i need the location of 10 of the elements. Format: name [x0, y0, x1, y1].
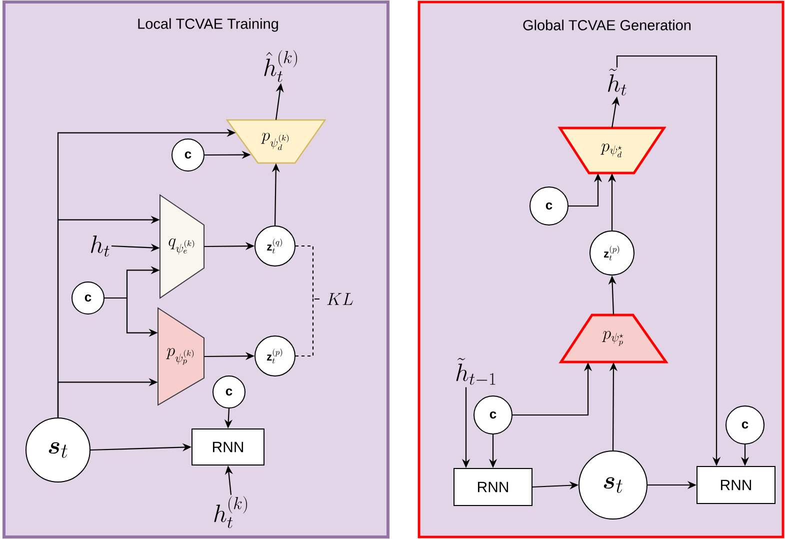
math-label: $\tilde{h}_t$: [608, 68, 626, 96]
math-label: $h_t^{(k)}$: [214, 496, 247, 528]
math-label: $\tilde{h}_{t-1}$: [456, 358, 496, 385]
dashed-bracket: [296, 245, 321, 357]
rnn-box: RNN: [696, 466, 776, 504]
rnn-box: RNN: [454, 468, 532, 506]
edge-label: $KL$: [325, 292, 355, 306]
math-label: $\hat{h}_t^{(k)}$: [264, 50, 297, 82]
math-label: $h_t$: [91, 236, 110, 257]
rnn-box: RNN: [192, 428, 264, 466]
